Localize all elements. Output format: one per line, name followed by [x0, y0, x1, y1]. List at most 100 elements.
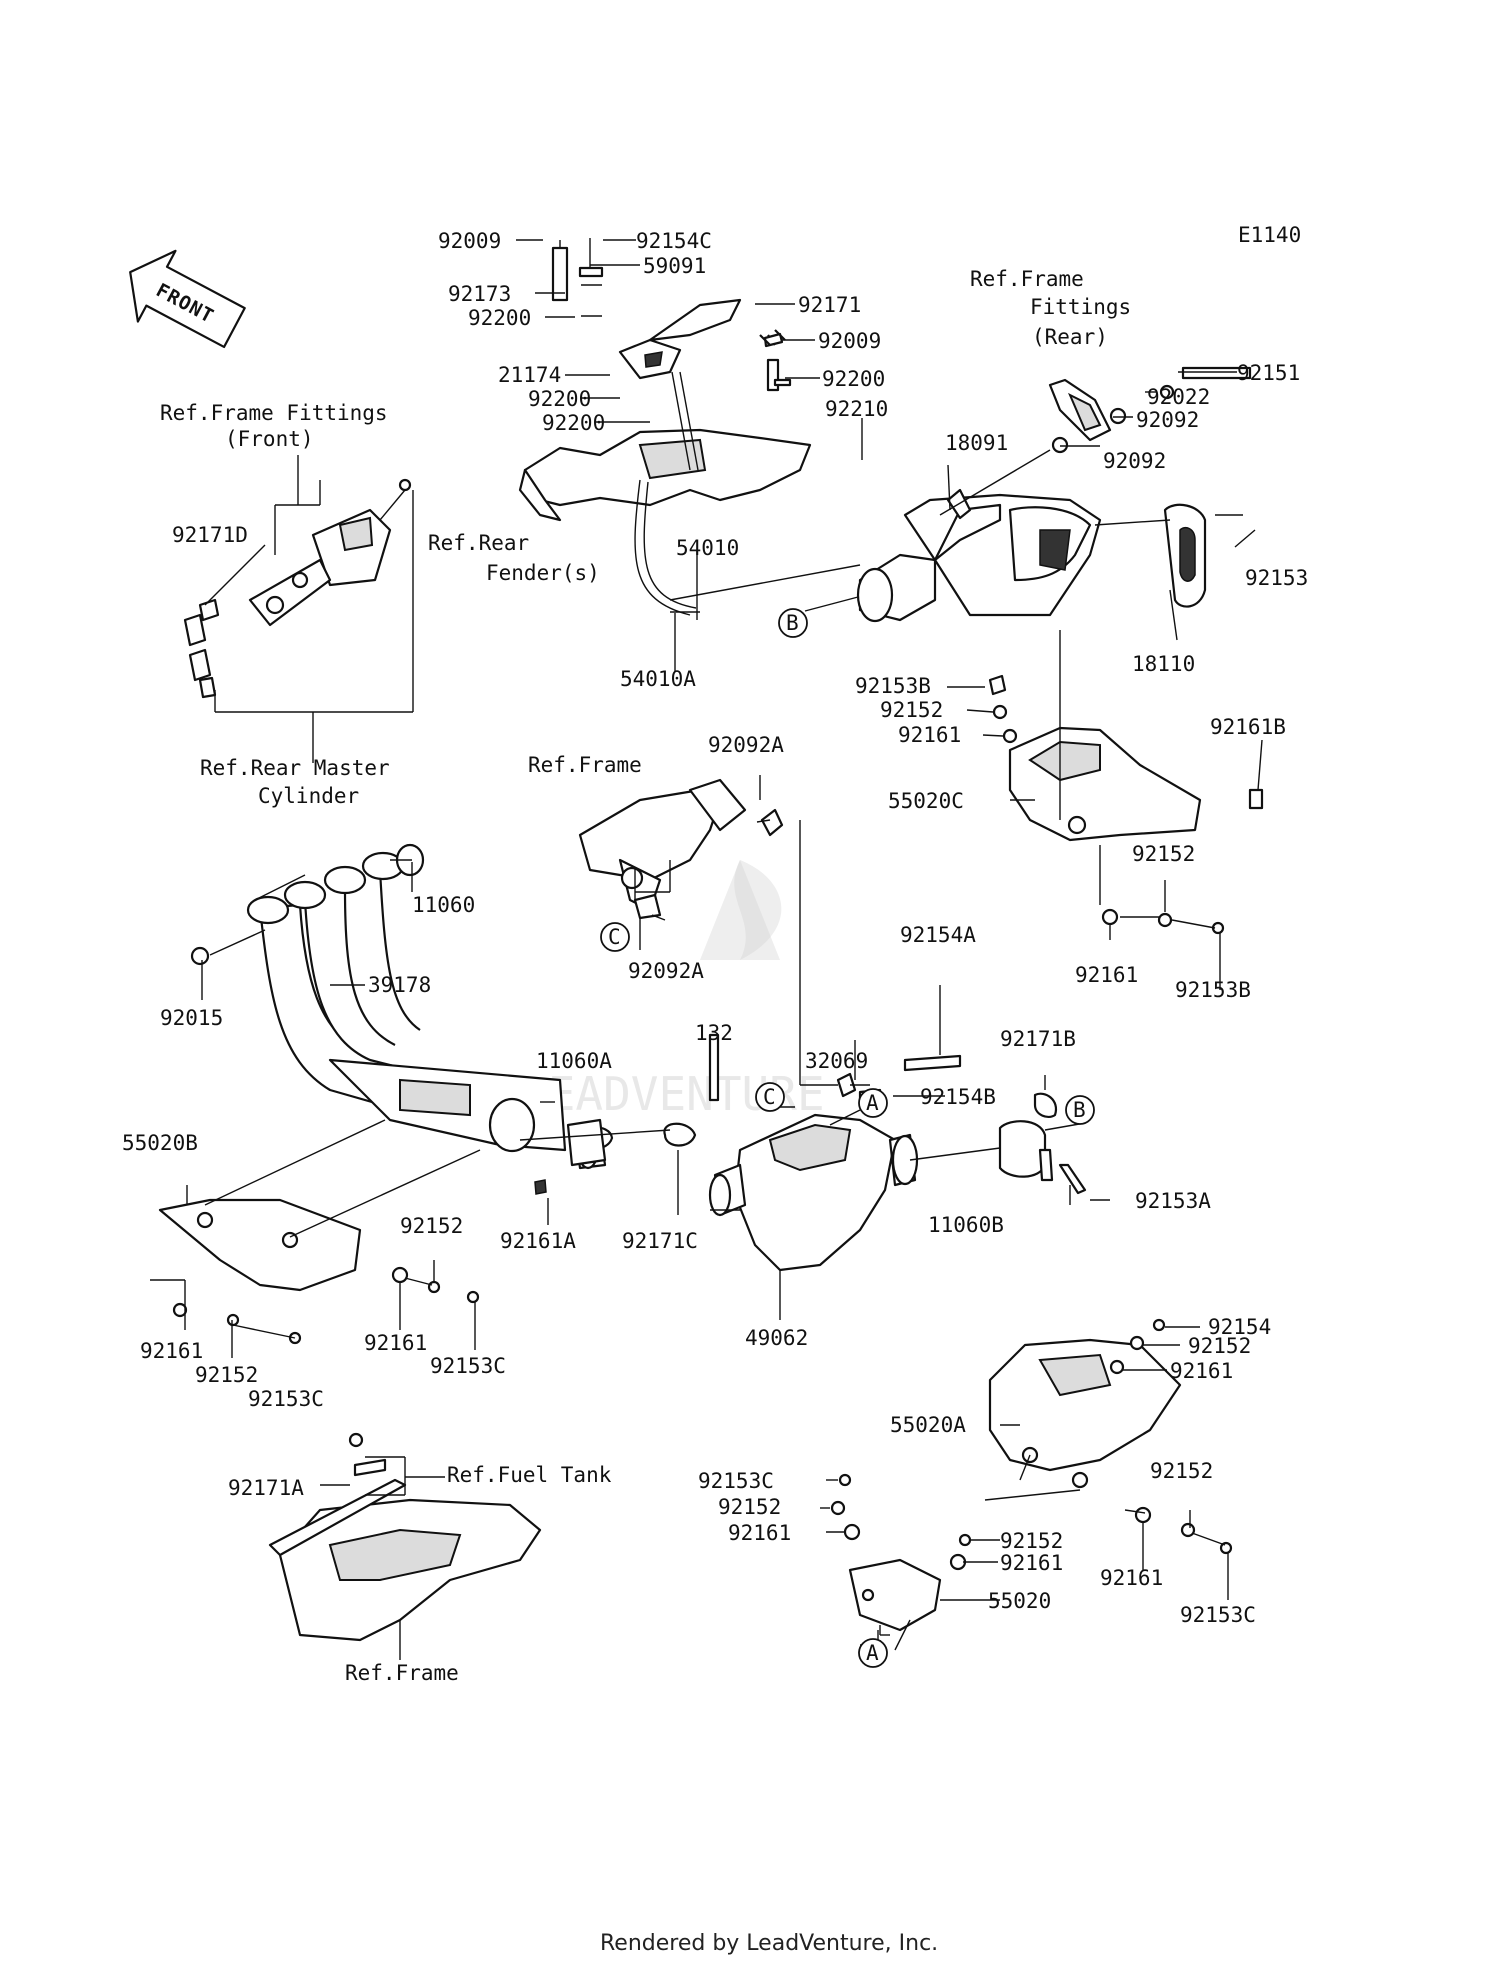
part-label: 92092A [628, 959, 704, 983]
part-label: 132 [695, 1021, 733, 1045]
part-label: 92161 [140, 1339, 203, 1363]
part-label: 11060 [412, 893, 475, 917]
part-label: 92154B [920, 1085, 996, 1109]
part-label: 92173 [448, 282, 511, 306]
part-label: 92154A [900, 923, 976, 947]
part-label: 92161 [1075, 963, 1138, 987]
part-label: 92092 [1136, 408, 1199, 432]
ref-marker-b-lower: B [1065, 1095, 1095, 1125]
part-label: 55020C [888, 789, 964, 813]
pre-chamber-49062 [566, 1033, 1087, 1272]
part-label: 92152 [400, 1214, 463, 1238]
frame-section-bottom [268, 1432, 542, 1642]
ref-frame-fittings-front-sub: (Front) [225, 427, 314, 451]
part-label: 92161 [898, 723, 961, 747]
part-label: 92152 [880, 698, 943, 722]
part-label: 92092A [708, 733, 784, 757]
part-label: 18110 [1132, 652, 1195, 676]
ref-rear-fender: Ref.Rear [428, 531, 529, 555]
part-label: 92210 [825, 397, 888, 421]
ref-marker-c-lower: C [755, 1082, 785, 1112]
heat-guard-55020 [830, 1473, 972, 1632]
ref-frame-fittings-rear-2: Fittings [1030, 295, 1131, 319]
part-label: 92152 [1188, 1334, 1251, 1358]
ref-marker-c-mid: C [600, 922, 630, 952]
part-label: 55020A [890, 1413, 966, 1437]
part-label: 92200 [468, 306, 531, 330]
part-label: 39178 [368, 973, 431, 997]
part-label: 92161 [1170, 1359, 1233, 1383]
part-label: 54010A [620, 667, 696, 691]
part-label: 92153 [1245, 566, 1308, 590]
part-label: 49062 [745, 1326, 808, 1350]
part-label: 92152 [195, 1363, 258, 1387]
part-label: 92152 [718, 1495, 781, 1519]
part-label: 92171C [622, 1229, 698, 1253]
footer-credit: Rendered by LeadVenture, Inc. [600, 1931, 938, 1956]
part-label: 92200 [822, 367, 885, 391]
reference-notes: Ref.Frame Fittings (Front) Ref.Frame Fit… [160, 267, 1131, 1685]
part-label: 55020 [988, 1589, 1051, 1613]
part-label: 92161 [1000, 1551, 1063, 1575]
part-label: 92161 [364, 1331, 427, 1355]
part-label: 92171A [228, 1476, 304, 1500]
part-label: 92152 [1150, 1459, 1213, 1483]
exhaust-header-pipes [190, 843, 607, 1195]
ref-frame-mid: Ref.Frame [528, 753, 642, 777]
part-label: 92153C [430, 1354, 506, 1378]
part-label: 32069 [805, 1049, 868, 1073]
watermark-logo: LEADVENTURE [520, 860, 825, 1121]
ref-frame-fittings-rear-3: (Rear) [1032, 325, 1108, 349]
part-label: 11060A [536, 1049, 612, 1073]
diagram-code: E1140 [1238, 223, 1301, 247]
part-label: 92009 [818, 329, 881, 353]
part-label: 54010 [676, 536, 739, 560]
ref-marker-b-top: B [778, 608, 808, 638]
part-label: 92153B [855, 674, 931, 698]
leader-lines [150, 239, 1263, 1660]
part-label: 92200 [528, 387, 591, 411]
part-label: 92171B [1000, 1027, 1076, 1051]
svg-text:A: A [866, 1641, 879, 1665]
ref-rear-master-2: Cylinder [258, 784, 359, 808]
part-label: 92161 [728, 1521, 791, 1545]
header-flange-group [246, 843, 425, 925]
ref-rear-master: Ref.Rear Master [200, 756, 390, 780]
ref-marker-a-bottom: A [858, 1638, 888, 1668]
part-label: 92161B [1210, 715, 1286, 739]
ref-frame-fittings-front: Ref.Frame Fittings [160, 401, 388, 425]
part-label: 92153A [1135, 1189, 1211, 1213]
ref-fuel-tank: Ref.Fuel Tank [447, 1463, 612, 1487]
part-label: 21174 [498, 363, 561, 387]
svg-text:C: C [608, 925, 621, 949]
ref-marker-a-mid: A [858, 1088, 888, 1118]
front-arrow-icon: FRONT [129, 249, 246, 349]
part-label: 92152 [1132, 842, 1195, 866]
svg-text:A: A [866, 1091, 879, 1115]
part-label: 92161 [1100, 1566, 1163, 1590]
part-label: 92152 [1000, 1529, 1063, 1553]
part-label: 92092 [1103, 449, 1166, 473]
heat-guard-55020b [158, 1198, 480, 1345]
ref-frame-fittings-rear: Ref.Frame [970, 267, 1084, 291]
part-label: 92171 [798, 293, 861, 317]
part-label: 92154C [636, 229, 712, 253]
ref-rear-fender-2: Fender(s) [486, 561, 600, 585]
part-label: 92153C [1180, 1603, 1256, 1627]
heat-guard-55020c [988, 674, 1264, 935]
rear-fender-bracket-assembly [518, 238, 812, 616]
part-label: 59091 [643, 254, 706, 278]
part-label: 11060B [928, 1213, 1004, 1237]
footrest-bracket-assembly [183, 478, 412, 699]
part-label: 18091 [945, 431, 1008, 455]
part-label: 55020B [122, 1131, 198, 1155]
svg-text:B: B [786, 611, 799, 635]
heat-guard-55020a [988, 1318, 1233, 1555]
part-label: 92154 [1208, 1315, 1271, 1339]
part-label: 92153B [1175, 978, 1251, 1002]
svg-text:C: C [763, 1085, 776, 1109]
part-label: 92022 [1147, 385, 1210, 409]
frame-section-mid [578, 778, 784, 920]
part-label: 92009 [438, 229, 501, 253]
